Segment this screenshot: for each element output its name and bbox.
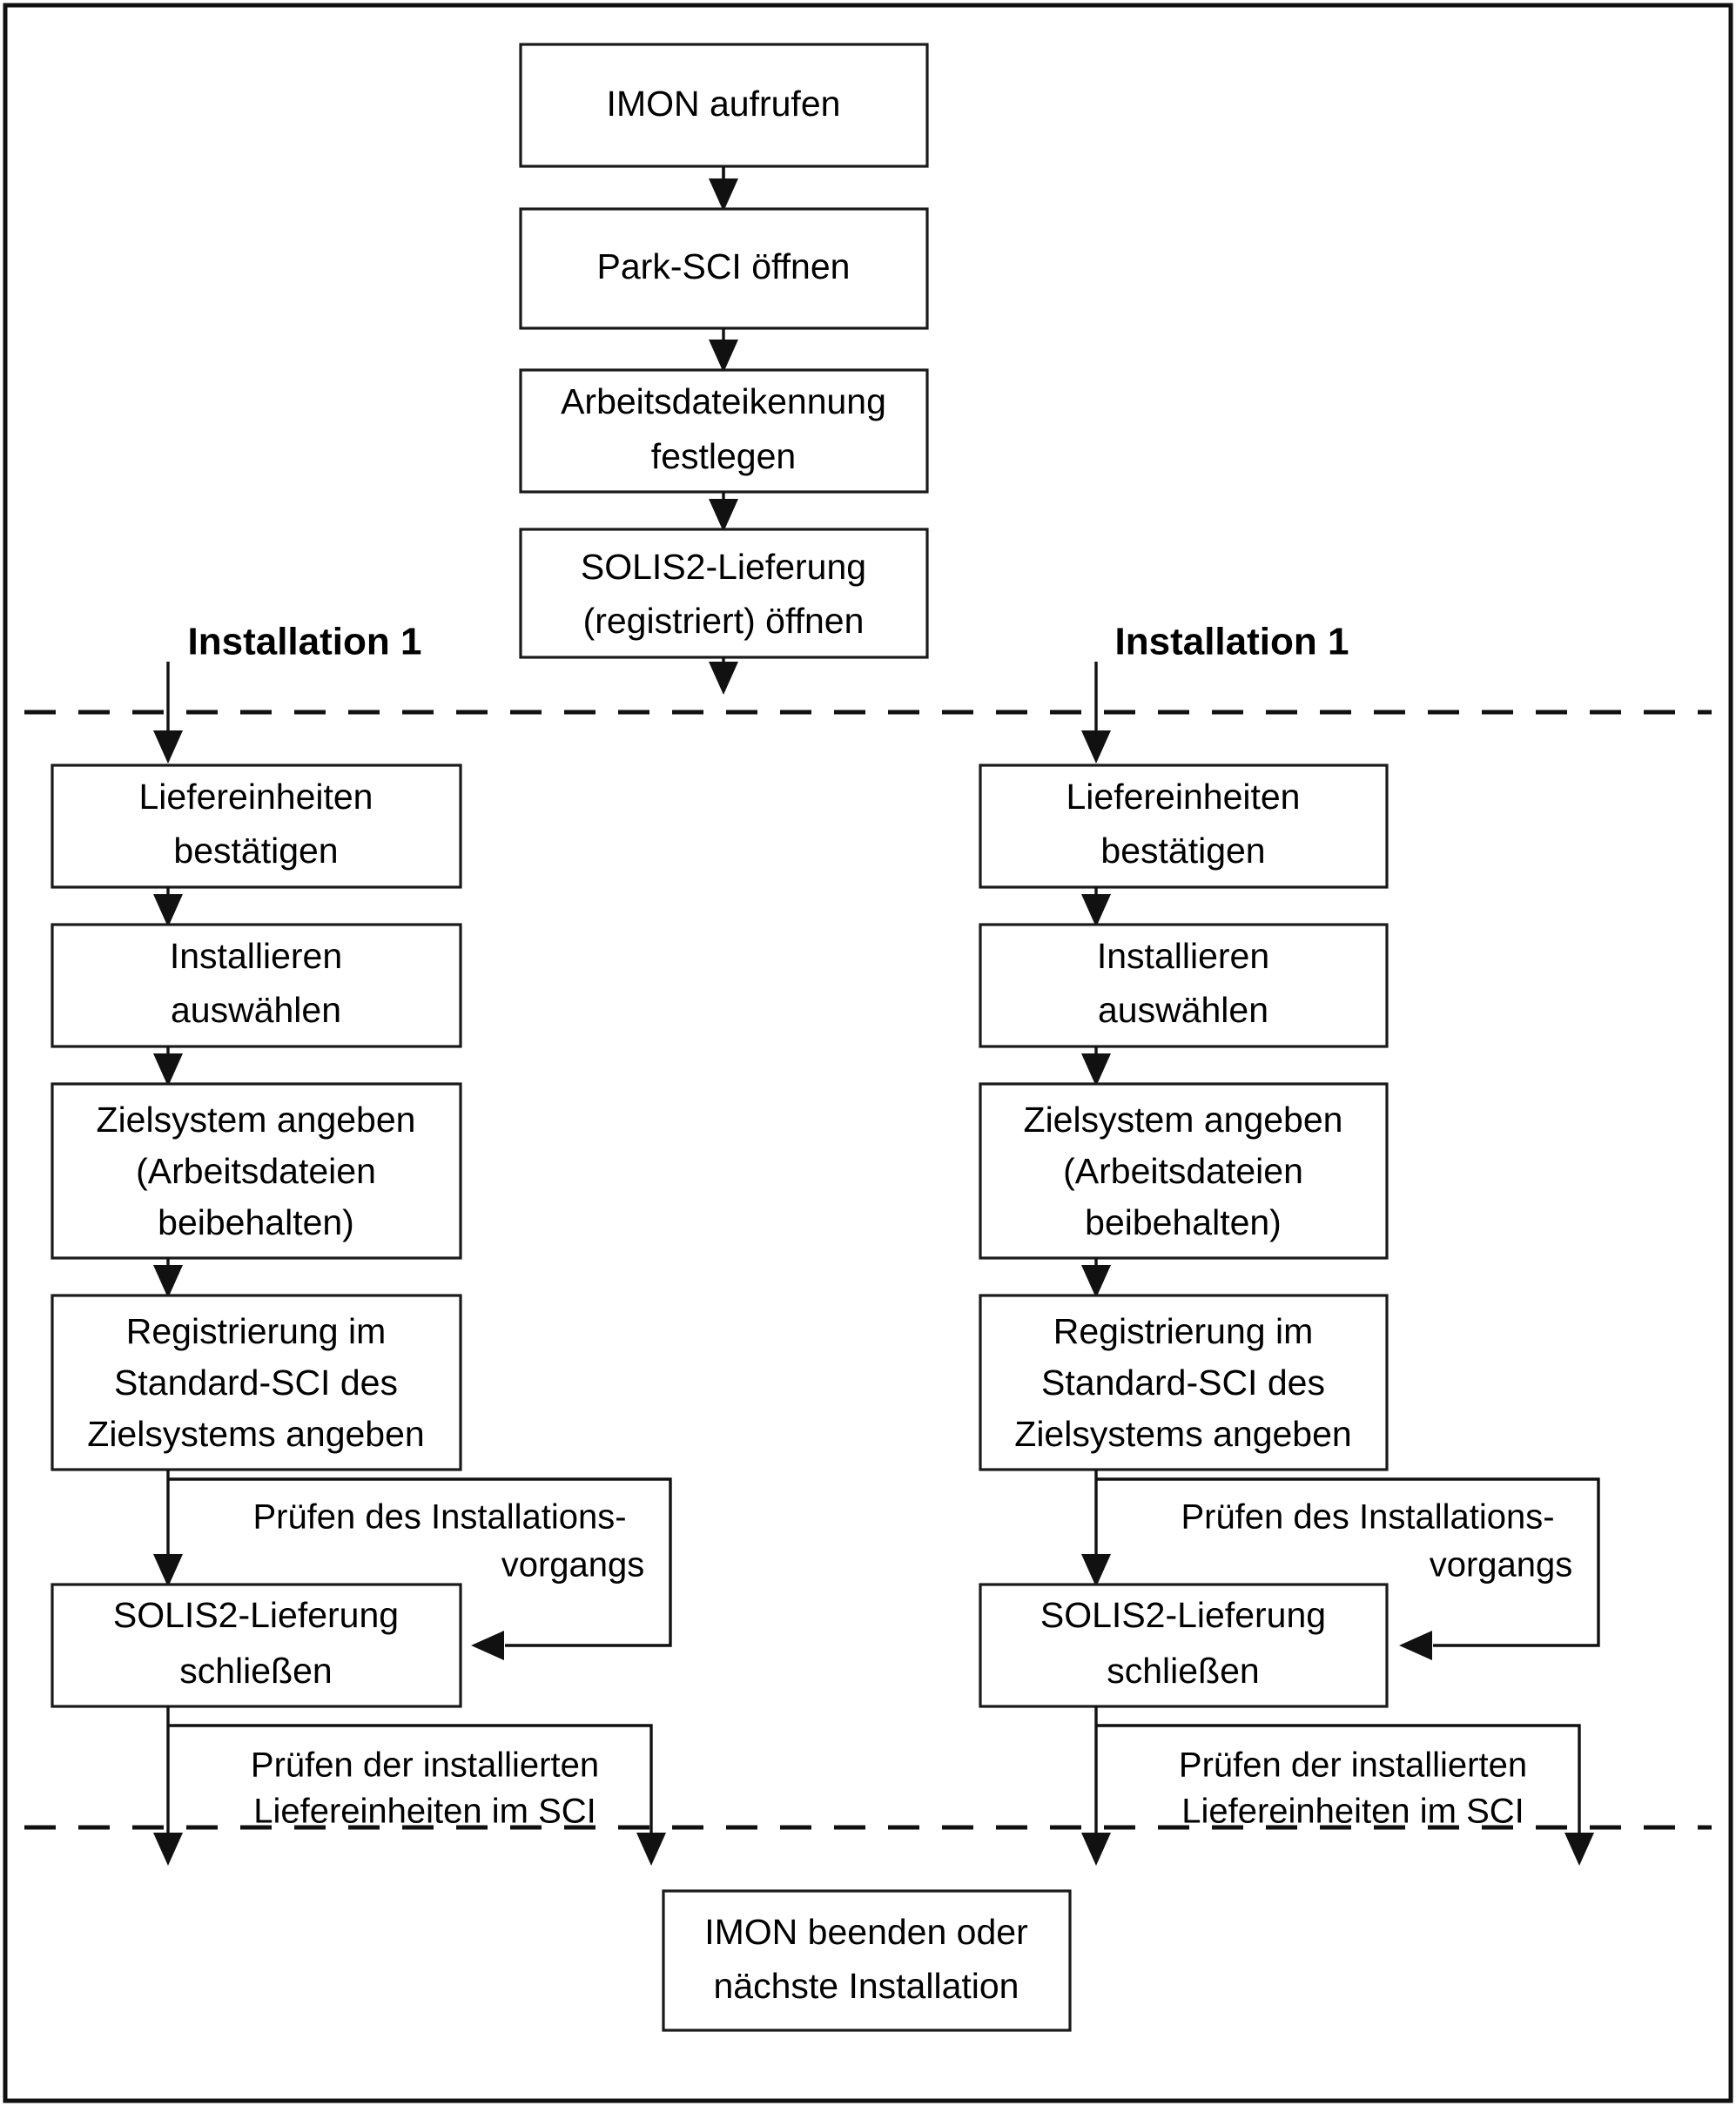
edge-pruefen-einheiten-left xyxy=(168,1724,666,1866)
node-zielsystem-left-line2: (Arbeitsdateien xyxy=(136,1151,376,1191)
edge-solisclose-right-exit xyxy=(1081,1706,1111,1866)
lane-label-right: Installation 1 xyxy=(1115,621,1349,663)
node-solis2-close-left-line2: schließen xyxy=(179,1651,332,1691)
node-liefereinheiten-right-line1: Liefereinheiten xyxy=(1066,777,1301,817)
edge-label-pruefen-vorgang-left-line2: vorgangs xyxy=(501,1546,645,1585)
edge-enter-lane-left xyxy=(153,662,183,764)
node-zielsystem-angeben-left[interactable]: Zielsystem angeben (Arbeitsdateien beibe… xyxy=(50,1082,462,1260)
edge-label-pruefen-vorgang-left-line1: Prüfen des Installations- xyxy=(252,1498,626,1537)
node-registrierung-left-line3: Zielsystems angeben xyxy=(87,1414,424,1454)
node-solis2-close-left[interactable]: SOLIS2-Lieferung schließen xyxy=(50,1583,462,1708)
node-installieren-auswaehlen-left[interactable]: Installieren auswählen xyxy=(50,923,462,1048)
node-end-line1: IMON beenden oder xyxy=(704,1912,1028,1952)
node-start[interactable]: IMON aufrufen xyxy=(519,43,929,168)
node-zielsystem-right-line3: beibehalten) xyxy=(1085,1202,1282,1242)
node-liefereinheiten-bestaetigen-right[interactable]: Liefereinheiten bestätigen xyxy=(979,764,1389,889)
node-solis2-open-line2: (registriert) öffnen xyxy=(583,601,865,641)
node-park-sci-line1: Park-SCI öffnen xyxy=(597,246,851,286)
node-zielsystem-left-line1: Zielsystem angeben xyxy=(97,1100,416,1140)
node-solis2-close-right-line1: SOLIS2-Lieferung xyxy=(1040,1595,1326,1635)
node-installieren-left-line2: auswählen xyxy=(171,990,341,1030)
edge-arbeitsdatei-to-solis xyxy=(709,492,738,532)
node-installieren-auswaehlen-right[interactable]: Installieren auswählen xyxy=(979,923,1389,1048)
node-registrierung-left-line2: Standard-SCI des xyxy=(114,1363,398,1403)
node-liefereinheiten-bestaetigen-left[interactable]: Liefereinheiten bestätigen xyxy=(50,764,462,889)
edge-enter-lane-right xyxy=(1081,662,1111,764)
node-start-line1: IMON aufrufen xyxy=(607,84,841,124)
node-zielsystem-left-line3: beibehalten) xyxy=(158,1202,354,1242)
node-end[interactable]: IMON beenden oder nächste Installation xyxy=(662,1889,1072,2032)
node-liefereinheiten-left-line1: Liefereinheiten xyxy=(139,777,373,817)
edge-solisclose-left-exit xyxy=(153,1706,183,1866)
node-registrierung-right-line1: Registrierung im xyxy=(1053,1311,1314,1351)
node-end-line2: nächste Installation xyxy=(713,1966,1019,2006)
node-zielsystem-right-line1: Zielsystem angeben xyxy=(1024,1100,1343,1140)
node-liefereinheiten-left-line2: bestätigen xyxy=(173,831,338,871)
edge-registrierung-to-solisclose-right xyxy=(1081,1470,1111,1587)
edge-label-pruefen-einheiten-right-line2: Liefereinheiten im SCI xyxy=(1181,1793,1524,1831)
edge-registrierung-to-solisclose-left xyxy=(153,1470,183,1587)
node-solis2-open-line1: SOLIS2-Lieferung xyxy=(581,547,866,587)
edge-pruefen-einheiten-right xyxy=(1096,1724,1594,1866)
node-solis2-open[interactable]: SOLIS2-Lieferung (registriert) öffnen xyxy=(519,528,929,659)
node-registrierung-left[interactable]: Registrierung im Standard-SCI des Zielsy… xyxy=(50,1294,462,1471)
edge-label-pruefen-vorgang-right-line2: vorgangs xyxy=(1430,1546,1573,1585)
edge-zielsystem-to-registrierung-left xyxy=(153,1258,183,1298)
node-installieren-right-line1: Installieren xyxy=(1097,936,1269,976)
node-arbeitsdateikennung-line1: Arbeitsdateikennung xyxy=(561,381,886,421)
node-registrierung-right-line2: Standard-SCI des xyxy=(1041,1363,1325,1403)
node-registrierung-right[interactable]: Registrierung im Standard-SCI des Zielsy… xyxy=(979,1294,1389,1471)
node-liefereinheiten-right-line2: bestätigen xyxy=(1100,831,1265,871)
node-registrierung-right-line3: Zielsystems angeben xyxy=(1014,1414,1351,1454)
edge-label-pruefen-einheiten-left-line2: Liefereinheiten im SCI xyxy=(253,1793,596,1831)
edge-liefereinheiten-to-installieren-left xyxy=(153,887,183,927)
node-registrierung-left-line1: Registrierung im xyxy=(126,1311,387,1351)
edge-installieren-to-zielsystem-left xyxy=(153,1046,183,1087)
edge-start-to-park xyxy=(709,166,738,212)
edge-label-pruefen-einheiten-right-line1: Prüfen der installierten xyxy=(1179,1746,1527,1785)
node-arbeitsdateikennung[interactable]: Arbeitsdateikennung festlegen xyxy=(519,368,929,494)
node-solis2-close-left-line1: SOLIS2-Lieferung xyxy=(113,1595,399,1635)
edge-zielsystem-to-registrierung-right xyxy=(1081,1258,1111,1298)
edge-installieren-to-zielsystem-right xyxy=(1081,1046,1111,1087)
node-solis2-close-right-line2: schließen xyxy=(1107,1651,1259,1691)
page-frame xyxy=(3,3,1733,2103)
node-arbeitsdateikennung-line2: festlegen xyxy=(651,436,796,476)
edge-liefereinheiten-to-installieren-right xyxy=(1081,887,1111,927)
node-park-sci[interactable]: Park-SCI öffnen xyxy=(519,207,929,330)
edge-label-pruefen-einheiten-left-line1: Prüfen der installierten xyxy=(251,1746,599,1785)
lane-label-left: Installation 1 xyxy=(188,621,422,663)
edge-solis-open-fanout xyxy=(709,657,738,695)
node-installieren-right-line2: auswählen xyxy=(1098,990,1268,1030)
node-installieren-left-line1: Installieren xyxy=(170,936,342,976)
node-zielsystem-right-line2: (Arbeitsdateien xyxy=(1063,1151,1303,1191)
node-zielsystem-angeben-right[interactable]: Zielsystem angeben (Arbeitsdateien beibe… xyxy=(979,1082,1389,1260)
edge-pruefen-vorgang-right xyxy=(1096,1477,1600,1660)
edge-pruefen-vorgang-left xyxy=(168,1477,672,1660)
edge-label-pruefen-vorgang-right-line1: Prüfen des Installations- xyxy=(1181,1498,1554,1537)
node-solis2-close-right[interactable]: SOLIS2-Lieferung schließen xyxy=(979,1583,1389,1708)
edge-park-to-arbeitsdatei xyxy=(709,328,738,373)
